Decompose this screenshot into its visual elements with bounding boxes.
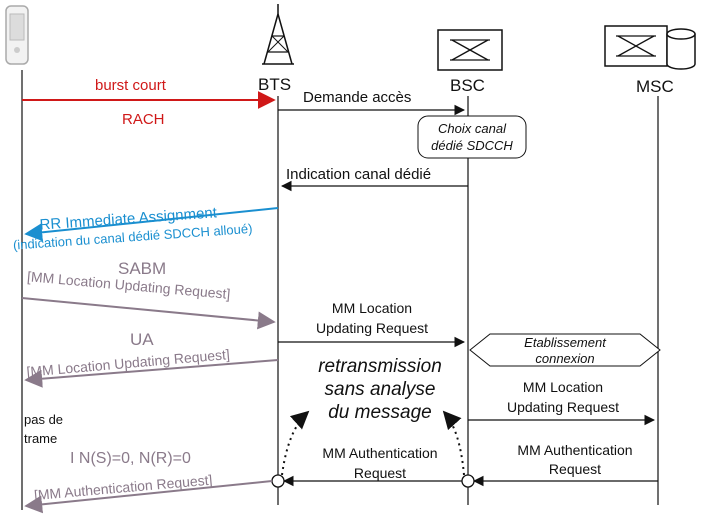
retransmission-line1: retransmission <box>318 356 442 377</box>
mm-loc-bsc-line1: MM Location <box>523 379 603 395</box>
bsc-relay-point <box>461 474 475 488</box>
retrans-curve-right <box>442 410 465 476</box>
choix-canal-box <box>417 115 527 159</box>
mm-loc-bsc-line2: Updating Request <box>507 399 619 415</box>
bts-relay-point <box>271 474 285 488</box>
mm-loc-bts-line2: Updating Request <box>316 320 428 336</box>
ua-label: UA <box>130 330 154 349</box>
mobile-phone-icon <box>5 5 29 65</box>
auth-ms-arrow <box>24 480 273 514</box>
ua-sub: [MM Location Updating Request] <box>26 346 231 380</box>
choix-canal-line1: Choix canal <box>438 121 507 136</box>
rach-label: RACH <box>122 111 165 128</box>
etablissement-line1: Etablissement <box>524 335 607 350</box>
retrans-curve-left <box>281 410 310 476</box>
auth-bts-line1: MM Authentication <box>322 445 437 461</box>
pas-de-trame-line1: pas de <box>24 412 63 427</box>
rr-assignment-arrow <box>24 207 279 242</box>
msc-label: MSC <box>636 77 674 96</box>
msc-switch-icon <box>604 25 668 67</box>
database-cylinder-icon <box>666 28 696 70</box>
retransmission-line3: du message <box>328 402 432 423</box>
indication-label: Indication canal dédié <box>286 166 431 183</box>
auth-ms-label: [MM Authentication Request] <box>33 472 213 504</box>
demande-label: Demande accès <box>303 89 411 106</box>
antenna-tower-icon <box>262 4 294 65</box>
bts-label: BTS <box>258 75 291 94</box>
etablissement-box <box>469 333 661 367</box>
bsc-switch-icon <box>437 29 503 71</box>
etablissement-line2: connexion <box>535 351 594 366</box>
sabm-arrow <box>21 297 276 330</box>
mm-loc-bts-line1: MM Location <box>332 300 412 316</box>
auth-msc-line1: MM Authentication <box>517 442 632 458</box>
ns-nr-label: I N(S)=0, N(R)=0 <box>70 450 191 467</box>
bsc-label: BSC <box>450 76 485 95</box>
retransmission-line2: sans analyse <box>325 379 436 400</box>
pas-de-trame-line2: trame <box>24 431 57 446</box>
sabm-label: SABM <box>118 259 166 278</box>
choix-canal-line2: dédié SDCCH <box>431 138 513 153</box>
auth-bts-line2: Request <box>354 465 406 481</box>
ua-arrow <box>24 359 279 388</box>
auth-msc-line2: Request <box>549 461 601 477</box>
burst-label: burst court <box>95 77 167 94</box>
